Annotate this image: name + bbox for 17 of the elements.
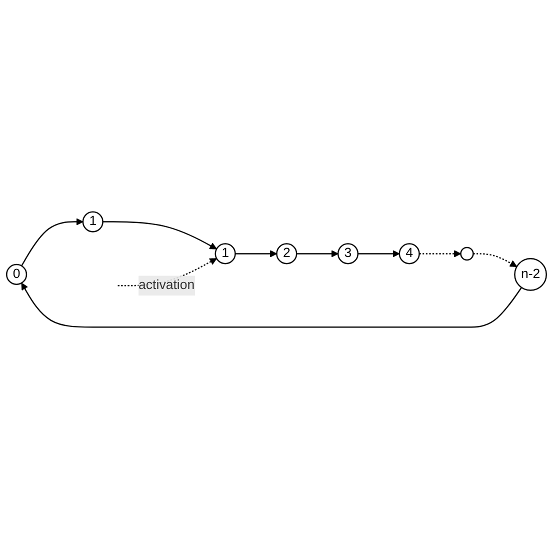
node-circle: 3 bbox=[337, 243, 359, 264]
arrow bbox=[296, 250, 338, 258]
arrow bbox=[235, 250, 278, 258]
arrow bbox=[21, 282, 522, 328]
arrow bbox=[473, 253, 518, 267]
arrow bbox=[102, 221, 217, 250]
node-circle bbox=[460, 246, 474, 261]
arrow bbox=[419, 250, 462, 258]
node-circle: 0 bbox=[6, 264, 28, 286]
node-circle: 2 bbox=[276, 243, 298, 264]
node-circle: n-2 bbox=[514, 258, 547, 291]
edge-label: activation bbox=[138, 278, 195, 292]
node-circle: 1 bbox=[214, 243, 236, 264]
arrow bbox=[21, 218, 84, 266]
node-circle: 1 bbox=[82, 211, 104, 232]
node-circle: 4 bbox=[398, 243, 420, 264]
arrow bbox=[358, 250, 400, 258]
